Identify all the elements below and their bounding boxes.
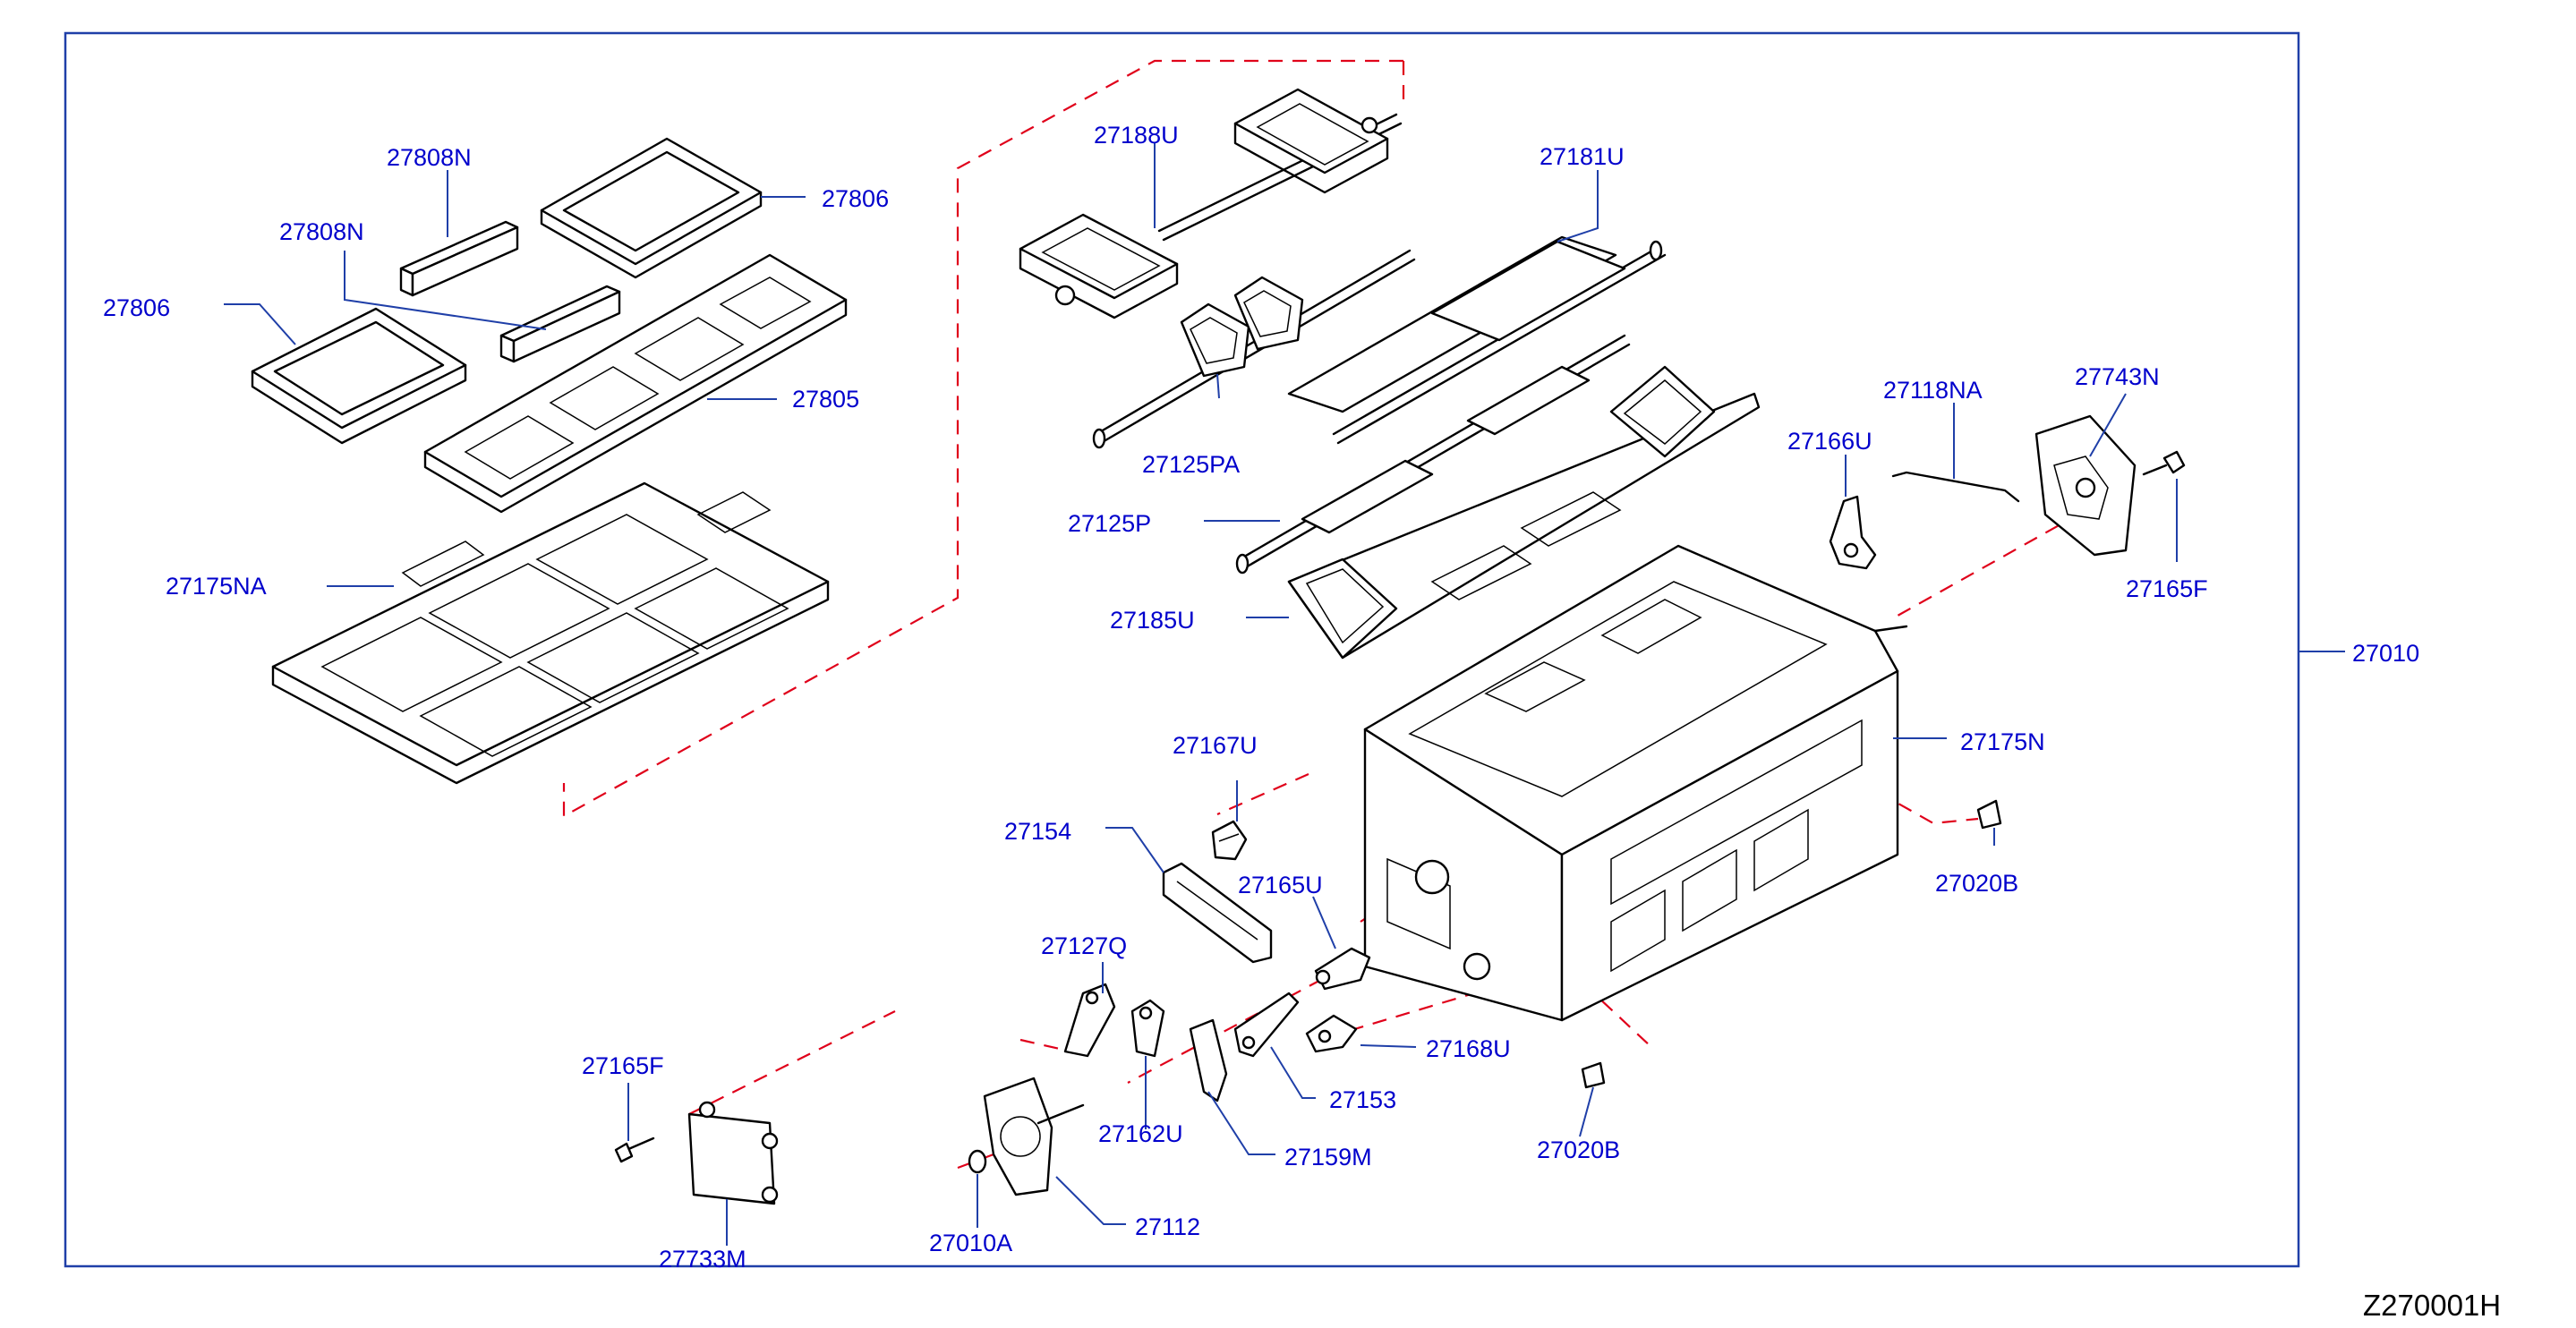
part-27112-cam — [983, 1077, 1085, 1196]
part-27159M-lever — [1189, 1018, 1228, 1102]
part-27125PA-shaft — [1092, 249, 1416, 449]
label-27127Q: 27127Q — [1041, 932, 1127, 959]
label-27733M: 27733M — [659, 1246, 746, 1273]
label-27805: 27805 — [792, 386, 859, 413]
diagram-frame — [64, 31, 2300, 1268]
part-27165U-link — [1314, 947, 1371, 991]
label-27166U: 27166U — [1787, 428, 1872, 455]
label-27125PA: 27125PA — [1142, 451, 1240, 478]
part-27127Q-lever — [1063, 983, 1116, 1058]
part-27165F-screw-b — [614, 1136, 655, 1163]
label-27181U: 27181U — [1540, 143, 1625, 170]
label-27188U: 27188U — [1094, 122, 1179, 149]
part-27805-filter-holder — [423, 253, 848, 514]
part-27185U-door — [1287, 365, 1761, 660]
label-27020B-a: 27020B — [1935, 870, 2018, 897]
label-27020B-b: 27020B — [1537, 1136, 1620, 1163]
label-27168U: 27168U — [1426, 1035, 1511, 1062]
part-27020B-clip-a — [1976, 799, 2002, 830]
part-27020B-clip-b — [1581, 1061, 1606, 1089]
part-27162U-lever — [1130, 999, 1165, 1058]
leader-lines — [224, 143, 2345, 1246]
label-27010A: 27010A — [929, 1230, 1012, 1256]
label-27743N: 27743N — [2075, 363, 2160, 390]
subassembly-dashed-outline — [562, 59, 1405, 818]
label-27118NA: 27118NA — [1883, 377, 1983, 404]
part-27168U-lever — [1305, 1014, 1358, 1053]
part-27188U-door-shaft — [1019, 88, 1403, 319]
label-27185U: 27185U — [1110, 607, 1195, 634]
label-27125P: 27125P — [1068, 510, 1151, 537]
label-27808N-b: 27808N — [279, 218, 364, 245]
label-27153: 27153 — [1329, 1086, 1396, 1113]
part-27806-filter-lower — [251, 307, 467, 445]
label-27808N-a: 27808N — [387, 144, 472, 171]
label-27806-b: 27806 — [103, 294, 170, 321]
part-labels: 27808N 27806 27808N 27806 27805 27175NA … — [103, 122, 2419, 1273]
label-27010: 27010 — [2352, 640, 2419, 667]
part-27125P-shaft — [1235, 334, 1631, 575]
part-27733M-actuator — [687, 1101, 779, 1205]
part-27743N-actuator — [2034, 414, 2137, 557]
label-27165F-a: 27165F — [2126, 575, 2208, 602]
part-27010A-washer — [968, 1149, 987, 1174]
part-27181U-door — [1287, 235, 1667, 445]
part-27118NA-rod — [1891, 471, 2020, 503]
label-27175NA: 27175NA — [166, 573, 267, 600]
label-27165F-b: 27165F — [582, 1052, 664, 1079]
part-27175NA-tray — [271, 481, 830, 785]
label-27806-a: 27806 — [822, 185, 889, 212]
part-27175N-main-case — [1363, 544, 1908, 1022]
label-27167U: 27167U — [1173, 732, 1258, 759]
label-27159M: 27159M — [1284, 1144, 1372, 1171]
label-27165U: 27165U — [1238, 872, 1323, 898]
part-27806-filter-upper — [540, 137, 763, 279]
label-27175N: 27175N — [1960, 728, 2045, 755]
part-27167U-clip — [1211, 820, 1248, 861]
part-27808N-bar-a — [399, 220, 519, 297]
label-27162U: 27162U — [1098, 1120, 1183, 1147]
part-27166U-lever — [1829, 495, 1877, 570]
diagram-code: Z270001H — [2363, 1289, 2501, 1322]
part-27153-lever — [1233, 992, 1300, 1058]
part-27165F-screw-a — [2142, 450, 2186, 476]
part-27154-link — [1162, 862, 1273, 964]
label-27112: 27112 — [1135, 1213, 1200, 1240]
label-27154: 27154 — [1004, 818, 1071, 845]
